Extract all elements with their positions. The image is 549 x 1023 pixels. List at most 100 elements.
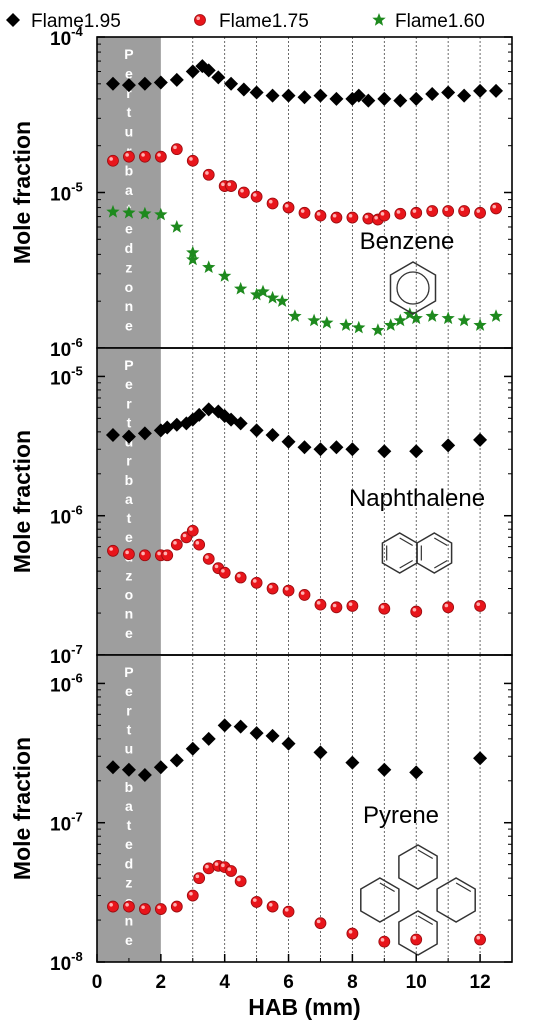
marker-highlight — [214, 862, 219, 866]
legend-label: Flame1.95 — [31, 11, 121, 32]
pyrene-double-bond — [417, 849, 434, 860]
marker-highlight — [109, 547, 113, 551]
zone-label-letter: e — [125, 65, 133, 81]
marker-highlight — [268, 902, 273, 907]
marker-body — [107, 154, 119, 167]
marker-highlight — [476, 935, 481, 940]
data-point — [169, 753, 184, 768]
marker-highlight — [316, 601, 321, 605]
marker-highlight — [237, 573, 241, 578]
marker-body — [193, 872, 206, 885]
data-point — [474, 933, 486, 946]
zone-label-letter: P — [124, 664, 133, 680]
y-axis-title: Mole fraction — [9, 430, 35, 573]
data-point — [442, 601, 455, 614]
benzene-ring — [389, 261, 437, 315]
zone-label-letter: d — [125, 855, 134, 871]
marker-body — [378, 602, 391, 615]
marker-highlight — [227, 182, 232, 187]
data-point — [275, 294, 289, 307]
data-point — [122, 205, 136, 219]
marker-highlight — [189, 527, 193, 531]
data-point — [265, 290, 280, 304]
marker-body — [186, 524, 199, 537]
data-point — [137, 76, 152, 91]
marker-highlight — [221, 182, 225, 187]
zone-label-letter: r — [126, 702, 132, 718]
marker-body — [330, 601, 343, 614]
marker-body — [123, 150, 135, 163]
data-point — [121, 78, 136, 93]
marker-body — [346, 927, 359, 940]
data-point — [330, 601, 343, 614]
data-point — [473, 751, 488, 766]
data-point — [201, 402, 216, 417]
marker-highlight — [476, 602, 481, 606]
data-point — [201, 63, 216, 78]
marker-highlight — [284, 908, 289, 912]
marker-body — [186, 889, 199, 902]
marker-highlight — [380, 212, 385, 216]
marker-highlight — [268, 584, 273, 589]
marker-highlight — [300, 209, 305, 213]
marker-highlight — [380, 605, 385, 609]
marker-highlight — [189, 891, 193, 896]
data-point — [313, 88, 328, 103]
data-point — [202, 260, 216, 273]
zone-label-letter: n — [125, 298, 134, 314]
y-axis-title: Mole fraction — [9, 737, 35, 880]
marker-body — [298, 589, 311, 601]
data-point — [233, 416, 248, 431]
data-point — [297, 440, 312, 455]
data-point — [236, 82, 251, 97]
data-point — [250, 576, 263, 589]
marker-body — [378, 935, 391, 948]
x-tick-label: 8 — [347, 972, 358, 993]
data-point — [457, 88, 472, 103]
marker-highlight — [195, 874, 200, 879]
data-point — [474, 600, 486, 612]
data-point — [329, 440, 344, 455]
panel-frame — [96, 654, 513, 963]
data-point — [218, 566, 231, 579]
data-point — [106, 204, 120, 218]
data-point — [107, 154, 119, 167]
marker-body — [314, 917, 327, 930]
marker-highlight — [157, 153, 161, 157]
data-point — [154, 150, 167, 163]
data-point — [426, 205, 439, 217]
y-tick-label: 10-6 — [50, 335, 83, 361]
marker-body — [194, 14, 206, 26]
marker-body — [170, 900, 183, 913]
marker-highlight — [348, 602, 353, 606]
zone-label-letter: a — [125, 491, 133, 507]
naphthalene-double-bond — [434, 537, 448, 547]
marker-body — [490, 202, 502, 215]
x-tick-label: 0 — [92, 972, 103, 993]
y-tick-label: 10-5 — [50, 363, 83, 389]
data-point — [377, 762, 392, 777]
x-tick-label: 10 — [406, 972, 427, 993]
marker-body — [250, 190, 263, 203]
series-flame175 — [107, 524, 486, 618]
data-point — [409, 444, 424, 459]
data-point — [121, 762, 136, 777]
marker-body — [107, 544, 119, 557]
series-flame195 — [105, 59, 504, 108]
data-point — [249, 423, 264, 438]
marker-highlight — [300, 591, 305, 595]
data-point — [314, 209, 327, 222]
marker-highlight — [195, 541, 200, 545]
marker-highlight — [396, 210, 401, 214]
data-point — [107, 900, 119, 913]
data-point — [281, 736, 296, 751]
data-point — [154, 207, 168, 221]
data-point — [307, 313, 321, 327]
marker-body — [442, 205, 455, 217]
marker-highlight — [205, 555, 209, 559]
data-point — [298, 589, 311, 601]
data-point — [234, 875, 247, 888]
data-point — [234, 571, 247, 584]
marker-body — [282, 201, 295, 214]
data-point — [410, 933, 423, 946]
